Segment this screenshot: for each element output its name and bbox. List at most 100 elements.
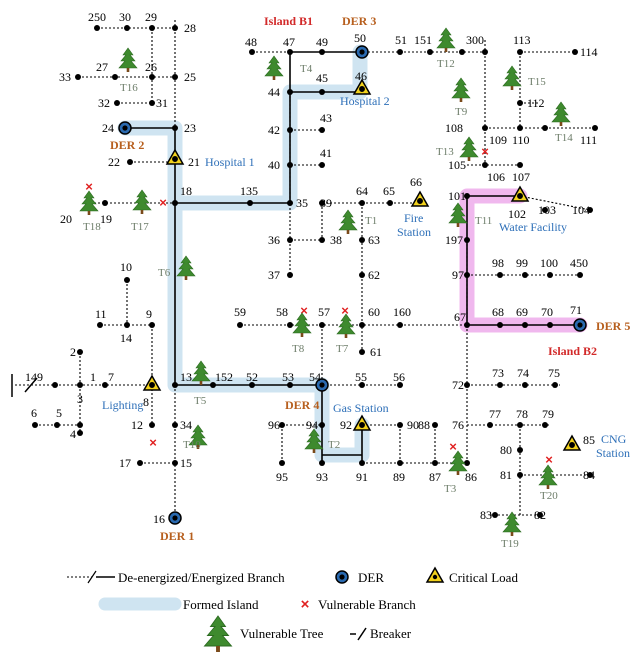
island-b2-label: Island B2 bbox=[548, 344, 597, 358]
node-label: 300 bbox=[466, 33, 484, 47]
node-label: 60 bbox=[368, 305, 380, 319]
node-label: 103 bbox=[538, 203, 556, 217]
node-label: 10 bbox=[120, 260, 132, 274]
node-label: 16 bbox=[153, 512, 165, 526]
node-label: 107 bbox=[512, 170, 530, 184]
node-label: 33 bbox=[59, 70, 71, 84]
node-label: 37 bbox=[268, 268, 280, 282]
node-label: 19 bbox=[100, 212, 112, 226]
legend-tree-text: Vulnerable Tree bbox=[240, 626, 324, 641]
node-label: 450 bbox=[570, 256, 588, 270]
tree-icon-t15 bbox=[502, 65, 522, 91]
der2-label: DER 2 bbox=[110, 138, 144, 152]
tree-icon-t4 bbox=[264, 55, 284, 81]
tree-icon-t19 bbox=[502, 511, 522, 537]
legend-island-text: Formed Island bbox=[183, 597, 259, 612]
critical-load-icon-8 bbox=[142, 374, 162, 391]
node-label: 43 bbox=[320, 111, 332, 125]
legend-critical: Critical Load bbox=[425, 566, 518, 585]
node-label: 84 bbox=[583, 468, 595, 482]
node-label: 73 bbox=[492, 366, 504, 380]
tree-icon-t8 bbox=[292, 312, 312, 338]
tree-label: T20 bbox=[540, 490, 558, 502]
tree-label: T15 bbox=[528, 76, 546, 88]
legend-vulnerable-branch-text: Vulnerable Branch bbox=[318, 597, 416, 612]
der-icon-24 bbox=[118, 121, 132, 135]
node-label: 97 bbox=[452, 268, 464, 282]
tree-label: T7 bbox=[336, 343, 349, 355]
der3-label: DER 3 bbox=[342, 14, 376, 28]
node-label: 67 bbox=[454, 310, 466, 324]
tree-label: T8 bbox=[292, 343, 305, 355]
tree-label: T9 bbox=[455, 106, 468, 118]
node-label: 52 bbox=[246, 370, 258, 384]
node-label: 18 bbox=[180, 184, 192, 198]
vulnerable-branch-x: × bbox=[481, 144, 489, 159]
node-label: 39 bbox=[320, 196, 332, 210]
vulnerable-branch-x: × bbox=[149, 435, 157, 450]
node-label: 89 bbox=[393, 470, 405, 484]
tree-icon-t16 bbox=[118, 47, 138, 73]
tree-label: T17 bbox=[131, 221, 149, 233]
node-label: 45 bbox=[316, 71, 328, 85]
node-label: 74 bbox=[517, 366, 529, 380]
node-label: 250 bbox=[88, 10, 106, 24]
node-label: 151 bbox=[414, 33, 432, 47]
tree-icon-t20 bbox=[538, 464, 558, 490]
legend-branch-text: De-energized/Energized Branch bbox=[118, 570, 285, 585]
node-label: 6 bbox=[31, 406, 37, 420]
water-facility-label: Water Facility bbox=[499, 220, 567, 234]
vulnerable-branch-x: × bbox=[341, 303, 349, 318]
node-label: 197 bbox=[445, 233, 463, 247]
node-label: 70 bbox=[541, 305, 553, 319]
critical-load-icon-85 bbox=[562, 434, 582, 451]
node-label: 9 bbox=[146, 307, 152, 321]
tree-label: T4 bbox=[300, 63, 313, 75]
legend-breaker-text: Breaker bbox=[370, 626, 412, 641]
legend-breaker: Breaker bbox=[350, 626, 412, 641]
tree-icon-t18 bbox=[79, 190, 99, 216]
legend: De-energized/Energized Branch DER Critic… bbox=[67, 566, 518, 653]
tree-label: T6 bbox=[158, 267, 171, 279]
node-label: 71 bbox=[570, 303, 582, 317]
tree-label: T10 bbox=[183, 439, 201, 451]
node-label: 92 bbox=[340, 418, 352, 432]
hospital2-label: Hospital 2 bbox=[340, 94, 390, 108]
der-icon-71 bbox=[573, 318, 587, 332]
node-label: 13 bbox=[180, 370, 192, 384]
tree-label: T12 bbox=[437, 58, 455, 70]
node-labels: 250 30 29 28 33 27 26 25 32 31 24 23 22 … bbox=[25, 10, 598, 526]
critical-load-icon-102 bbox=[510, 185, 530, 202]
node-label: 14 bbox=[120, 331, 132, 345]
der-icon-16 bbox=[168, 511, 182, 525]
node-label: 98 bbox=[492, 256, 504, 270]
node-label: 93 bbox=[316, 470, 328, 484]
cng-label-2: Station bbox=[596, 446, 630, 460]
node-label: 100 bbox=[540, 256, 558, 270]
node-label: 105 bbox=[448, 158, 466, 172]
tree-label: T14 bbox=[555, 132, 573, 144]
critical-loads bbox=[142, 78, 582, 451]
node-label: 135 bbox=[240, 184, 258, 198]
tree-labels: T16 T4 T12 T15 T9 T14 T13 T11 T1 T17 T18… bbox=[83, 58, 573, 550]
node-label: 108 bbox=[445, 121, 463, 135]
tree-label: T1 bbox=[365, 215, 377, 227]
node-label: 54 bbox=[309, 370, 321, 384]
node-label: 5 bbox=[56, 406, 62, 420]
tree-icon-t12 bbox=[436, 27, 456, 53]
node-label: 34 bbox=[180, 418, 192, 432]
node-label: 114 bbox=[580, 45, 598, 59]
node-label: 95 bbox=[276, 470, 288, 484]
node-label: 58 bbox=[276, 305, 288, 319]
node-label: 104 bbox=[572, 203, 590, 217]
node-label: 109 bbox=[489, 133, 507, 147]
node-label: 23 bbox=[184, 121, 196, 135]
node-label: 26 bbox=[145, 60, 157, 74]
island-b1-label: Island B1 bbox=[264, 14, 313, 28]
node-label: 48 bbox=[245, 35, 257, 49]
node-label: 112 bbox=[527, 96, 545, 110]
tree-label: T2 bbox=[328, 439, 340, 451]
tree-label: T18 bbox=[83, 221, 101, 233]
svg-text:×: × bbox=[301, 596, 310, 613]
